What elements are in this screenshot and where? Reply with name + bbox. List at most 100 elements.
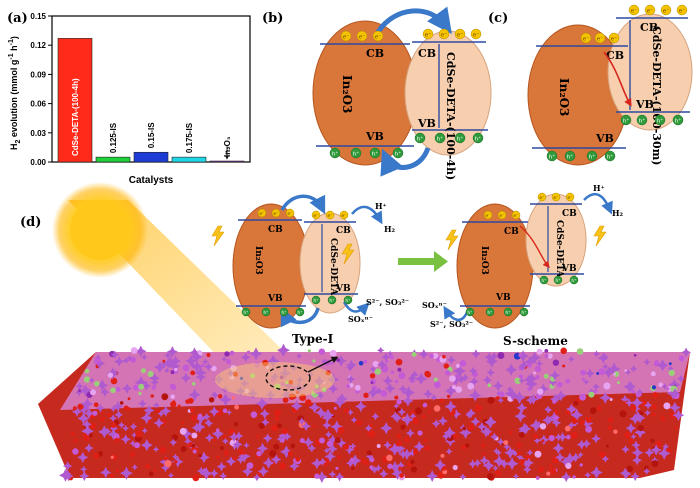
lattice-atom [290, 385, 294, 389]
lattice-atom [337, 426, 345, 434]
svg-text:e⁻: e⁻ [425, 32, 431, 38]
svg-text:h⁺: h⁺ [437, 135, 443, 142]
lattice-atom [637, 425, 644, 432]
electron-icon: e⁻ [271, 208, 281, 218]
lattice-atom [576, 348, 584, 355]
lattice-atom [94, 381, 100, 387]
electron-icon: e⁻ [483, 210, 493, 220]
lattice-atom [518, 374, 524, 379]
lattice-atom [330, 361, 334, 365]
lattice-atom [651, 412, 656, 417]
vb-label-left: VB [495, 293, 511, 303]
lattice-atom [93, 452, 100, 459]
electron-icon: e⁻ [551, 192, 561, 202]
svg-text:h⁺: h⁺ [475, 135, 481, 142]
hole-icon: h⁺ [564, 150, 576, 162]
hole-icon: h⁺ [329, 147, 341, 159]
bar-label: CdSe-DETA-(100-4h) [71, 78, 80, 156]
lattice-atom [517, 451, 522, 456]
lattice-atom [518, 353, 522, 358]
lattice-atom [354, 384, 361, 391]
lattice-atom [553, 415, 559, 421]
lattice-atom [208, 397, 215, 403]
lattice-atom [135, 430, 143, 438]
lattice-atom [609, 398, 613, 401]
lattice-atom [527, 363, 532, 368]
lattice-atom [413, 449, 419, 455]
electron-icon: e⁻ [628, 4, 640, 16]
hole-icon: h⁺ [311, 295, 321, 305]
lattice-atom [325, 459, 330, 463]
svg-text:h⁺: h⁺ [567, 153, 573, 160]
lattice-atom [442, 354, 446, 359]
lattice-atom [274, 383, 281, 390]
lattice-atom [156, 409, 160, 414]
lattice-atom [269, 450, 277, 457]
lattice-atom [376, 444, 381, 448]
lattice-atom [73, 438, 78, 443]
lattice-atom [446, 394, 451, 399]
in2o3-label: In₂O3 [253, 246, 263, 275]
lattice-atom [422, 402, 428, 408]
lattice-atom [536, 348, 543, 355]
electron-icon: e⁻ [497, 210, 507, 220]
hole-icon: h⁺ [569, 275, 579, 285]
lattice-atom [607, 417, 614, 423]
lattice-atom [343, 444, 350, 450]
lattice-atom [398, 466, 402, 470]
h2-evolution-arrow [583, 192, 613, 215]
lattice-atom [487, 383, 492, 388]
lattice-atom [573, 400, 579, 406]
svg-text:e⁻: e⁻ [597, 36, 603, 42]
x-axis-label: Catalysts [129, 175, 174, 186]
lattice-atom [290, 443, 296, 449]
lattice-atom [525, 455, 532, 461]
electron-icon: e⁻ [580, 32, 592, 44]
lattice-atom [537, 388, 544, 395]
lattice-atom [84, 368, 90, 374]
bar-label: 0.15-IS [147, 122, 156, 148]
oxidation-arrow [342, 301, 370, 316]
lattice-atom [151, 385, 157, 390]
lattice-atom [350, 457, 355, 462]
lattice-atom [159, 446, 167, 454]
lattice-atom [396, 399, 402, 405]
lattice-atom [455, 386, 463, 393]
hole-icon: h⁺ [485, 307, 495, 317]
vb-label-right: VB [561, 264, 577, 274]
svg-text:e⁻: e⁻ [540, 195, 546, 200]
lattice-atom [397, 367, 402, 372]
lattice-atom [197, 413, 202, 419]
lattice-atom [312, 359, 316, 363]
lattice-atom [280, 438, 285, 443]
lattice-atom [295, 456, 301, 462]
lattice-atom [366, 431, 371, 436]
lattice-atom [543, 373, 549, 379]
electron-icon: e⁻ [676, 4, 688, 16]
lattice-atom [192, 474, 200, 482]
hole-icon: h⁺ [454, 132, 466, 144]
lattice-atom [607, 425, 613, 430]
svg-text:e⁻: e⁻ [375, 34, 381, 40]
lattice-atom [363, 392, 369, 398]
lattice-atom [396, 440, 403, 447]
sacrificial-label: S²⁻, SO₃²⁻ [366, 297, 409, 307]
lattice-atom [613, 429, 618, 434]
lattice-atom [437, 474, 443, 479]
lattice-atom [549, 467, 557, 475]
lattice-atom [233, 422, 239, 427]
svg-text:e⁻: e⁻ [288, 211, 294, 216]
lattice-atom [179, 427, 187, 435]
in2o3-label: In₂O3 [557, 78, 571, 116]
lightning-icon [593, 225, 607, 247]
cb-label-left: CB [268, 225, 283, 235]
hole-icon: h⁺ [392, 147, 404, 159]
cb-label-right: CB [562, 209, 577, 219]
lattice-atom [107, 372, 114, 378]
in2o3-label: In₂O3 [340, 75, 354, 113]
lattice-atom [518, 431, 525, 438]
lattice-atom [668, 362, 672, 365]
hole-icon: h⁺ [519, 307, 529, 317]
s-scheme-diagram: CB VB CB VB In₂O3 CdSe-DETA H⁺ H₂ SOₓⁿ⁻ … [422, 183, 624, 348]
electron-icon: e⁻ [257, 208, 267, 218]
